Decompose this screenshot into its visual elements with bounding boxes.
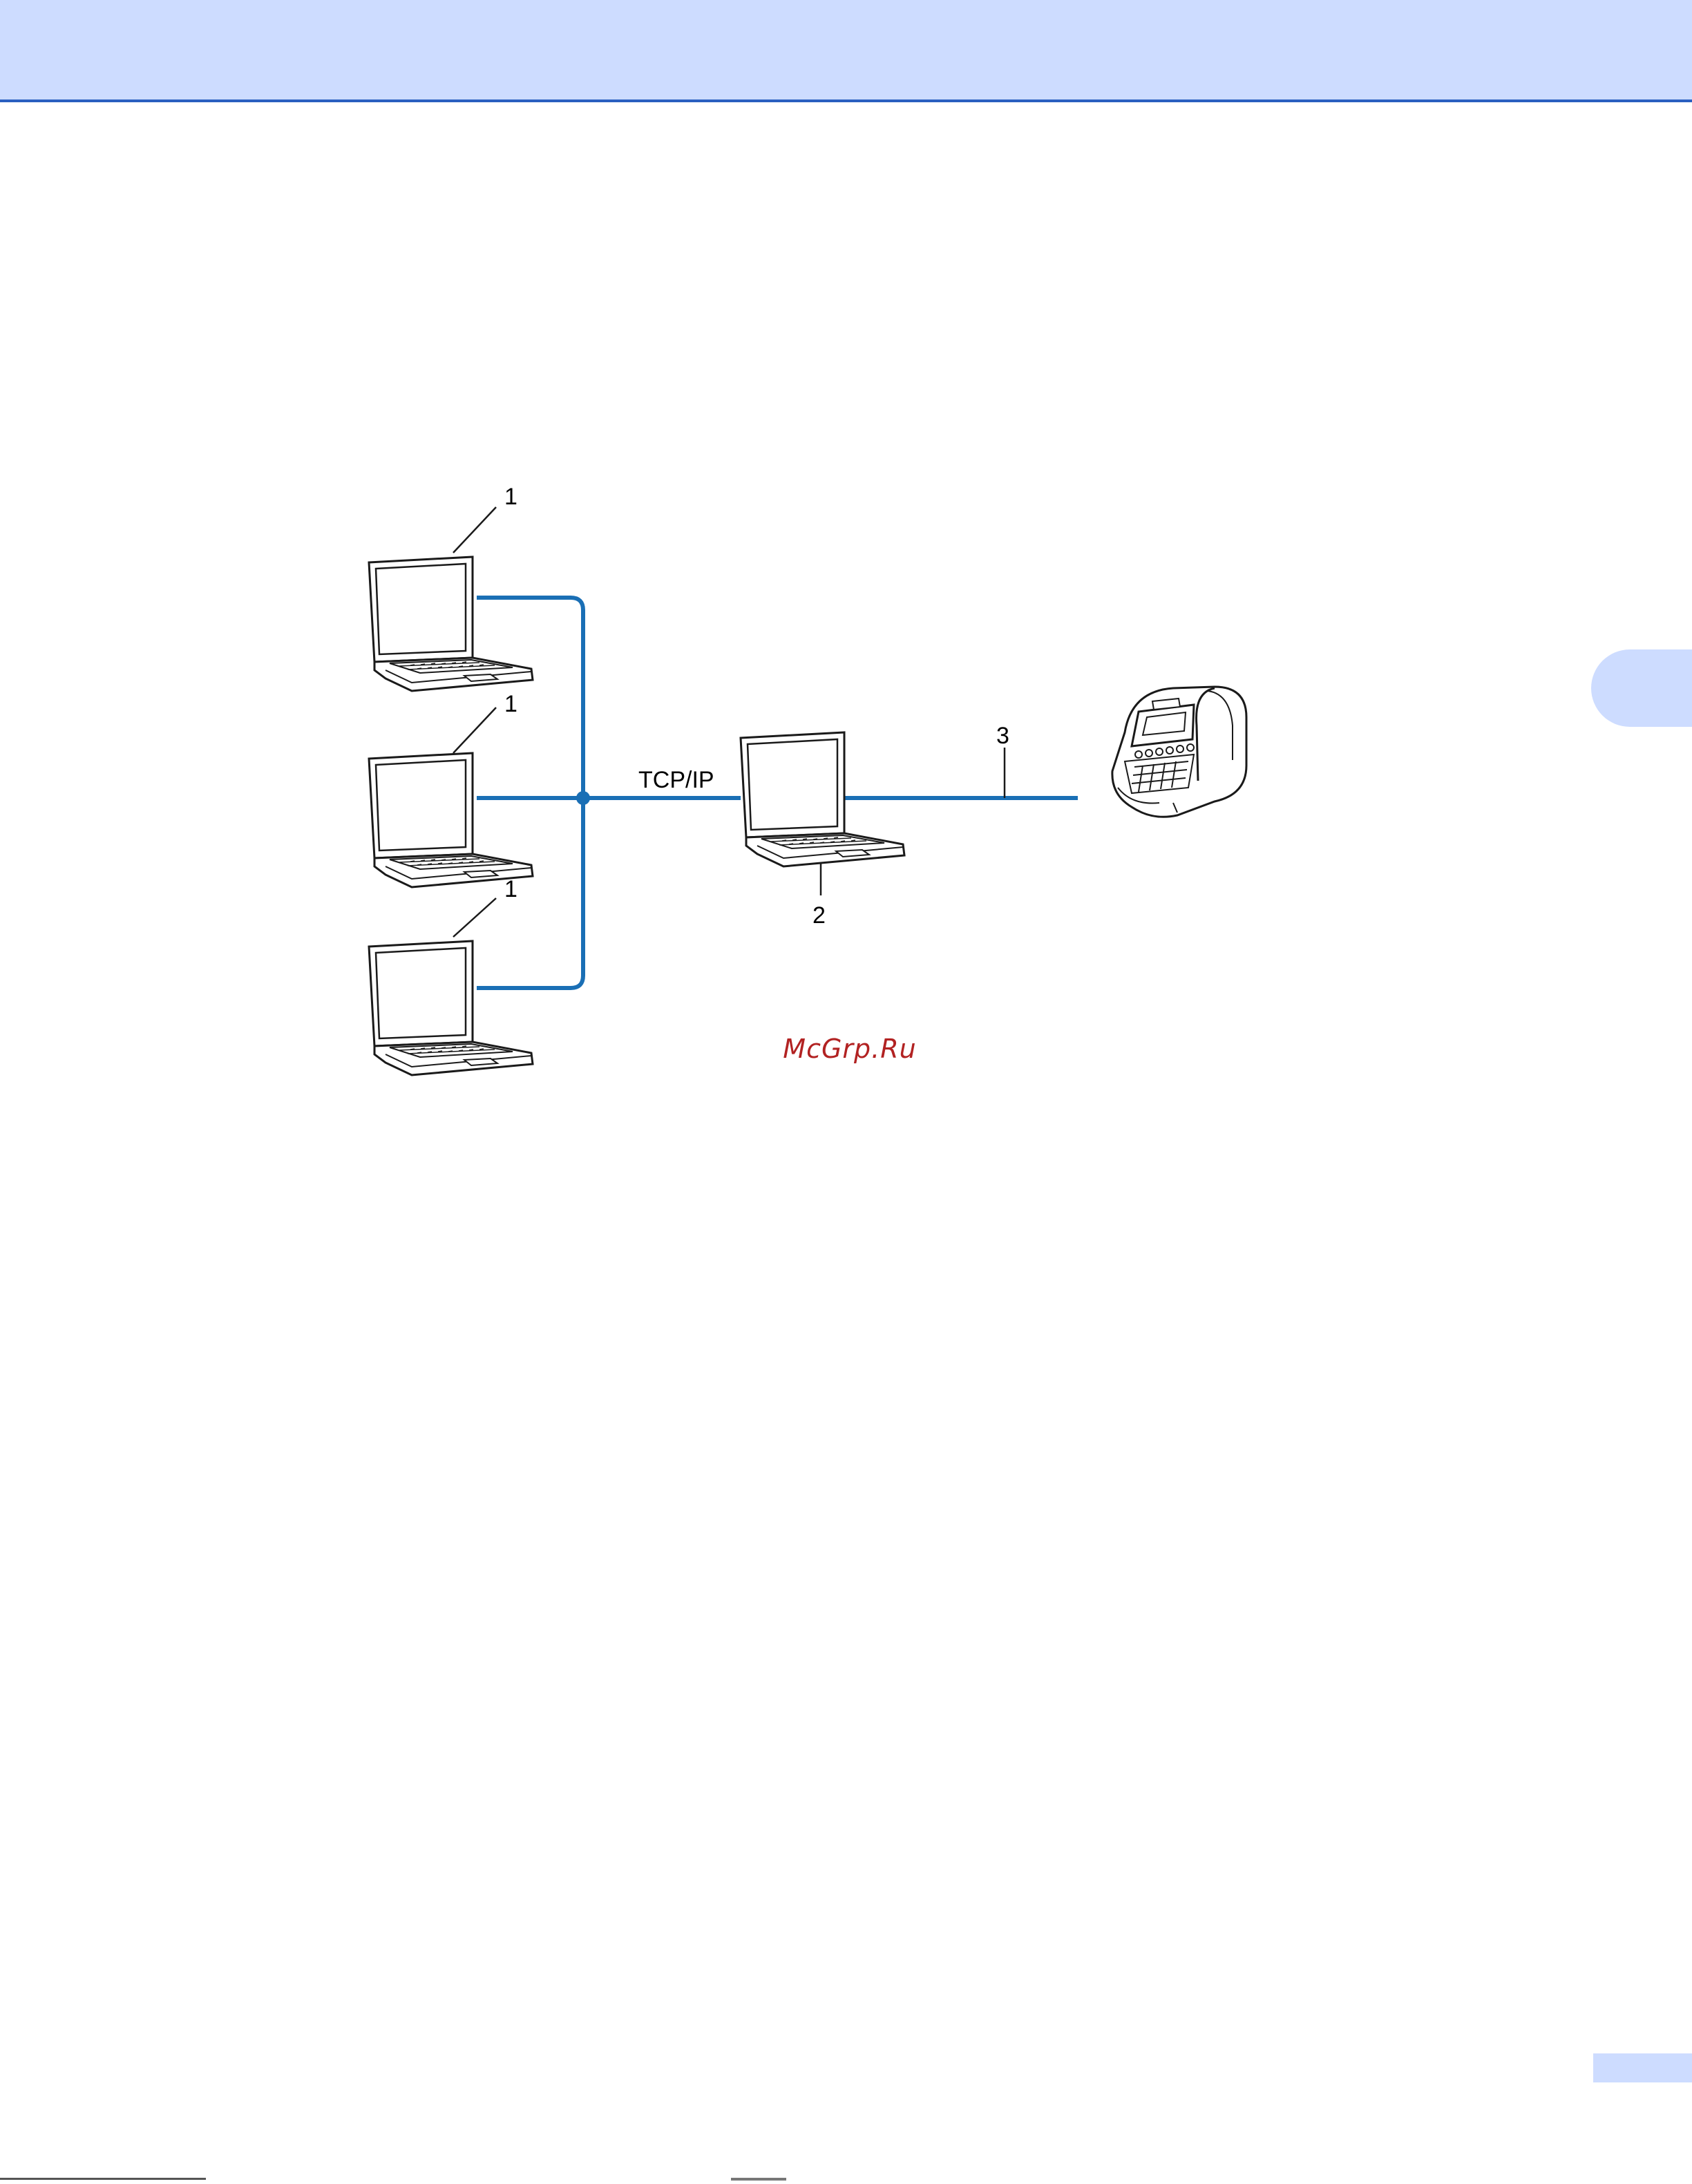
laptop-icon: [369, 941, 533, 1075]
watermark: McGrp.Ru: [746, 1034, 953, 1064]
laptop-icon: [369, 557, 533, 691]
label-printer-icon: [1112, 687, 1246, 817]
footer-mark: [731, 2178, 786, 2181]
network-diagram: 1 1 1 2 3 TCP/IP: [0, 0, 1692, 1175]
network-junction: [576, 791, 590, 805]
protocol-label: TCP/IP: [638, 767, 714, 793]
footer-rule: [0, 2178, 206, 2180]
callout-client-top: 1: [504, 484, 517, 510]
callout-print-server: 2: [812, 902, 826, 929]
callout-client-bottom: 1: [504, 876, 517, 902]
callout-client-middle: 1: [504, 691, 517, 717]
page-number-box: [1593, 2053, 1692, 2082]
client-link-top: [477, 598, 583, 988]
laptop-icon: [369, 753, 533, 887]
callout-usb-link: 3: [996, 723, 1009, 749]
callout-leaders: [453, 507, 1005, 937]
